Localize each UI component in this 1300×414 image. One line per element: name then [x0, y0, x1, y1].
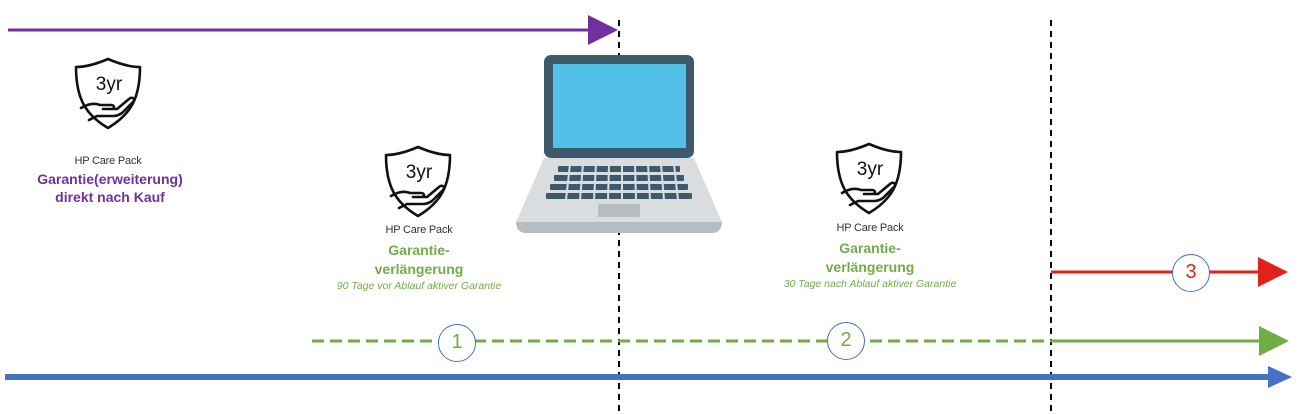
title-right-line2: verlängerung	[825, 259, 915, 275]
svg-text:3yr: 3yr	[406, 162, 433, 183]
laptop-icon	[516, 55, 722, 233]
title-middle-line1: Garantie-	[388, 242, 450, 258]
subtitle-middle: 90 Tage vor Ablauf aktiver Garantie	[336, 280, 502, 292]
blue-arrowhead	[1268, 366, 1292, 388]
caption-middle: HP Care Pack	[385, 224, 453, 236]
marker-2: 2	[827, 322, 865, 360]
shield-hand-3yr-icon: 3yr	[835, 142, 903, 215]
svg-text:3yr: 3yr	[96, 74, 123, 95]
marker-3: 3	[1172, 254, 1210, 292]
shield-hand-3yr-icon: 3yr	[74, 57, 142, 130]
title-right-line1: Garantie-	[839, 240, 901, 256]
svg-text:3yr: 3yr	[857, 159, 884, 180]
shield-hand-3yr-icon: 3yr	[384, 145, 452, 218]
caption-right: HP Care Pack	[836, 222, 904, 234]
subtitle-right: 30 Tage nach Ablauf aktiver Garantie	[783, 278, 957, 290]
title-left-line1: Garantie(erweiterung)	[37, 171, 183, 187]
title-left-line2: direkt nach Kauf	[55, 189, 165, 205]
title-middle-line2: verlängerung	[374, 261, 464, 277]
caption-left: HP Care Pack	[74, 155, 142, 167]
marker-1: 1	[438, 324, 476, 362]
